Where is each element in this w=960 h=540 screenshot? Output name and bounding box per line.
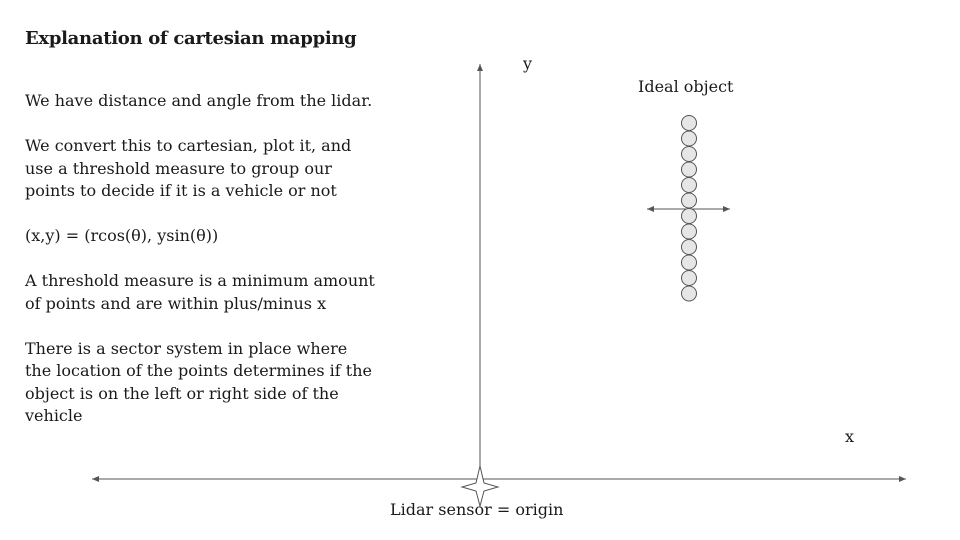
lidar-sensor-icon (460, 465, 500, 508)
ideal-object-points (681, 115, 697, 302)
y-axis-label: y (523, 54, 533, 73)
object-point (681, 270, 697, 286)
object-label: Ideal object (638, 77, 734, 96)
object-point (681, 161, 697, 178)
explanation-text: We have distance and angle from the lida… (25, 90, 375, 450)
object-point (681, 130, 697, 147)
slide-title: Explanation of cartesian mapping (25, 28, 357, 49)
object-point (681, 146, 697, 162)
origin-label: Lidar sensor = origin (390, 500, 564, 519)
object-point (681, 208, 697, 224)
paragraph-distance-angle: We have distance and angle from the lida… (25, 91, 373, 110)
object-point (681, 115, 697, 131)
object-point (681, 285, 697, 302)
object-point (681, 254, 697, 271)
paragraph-formula: (x,y) = (rcos(θ), ysin(θ)) (25, 226, 219, 245)
object-point (681, 192, 697, 209)
object-point (681, 177, 697, 193)
object-point (681, 239, 697, 255)
paragraph-convert: We convert this to cartesian, plot it, a… (25, 136, 352, 200)
paragraph-threshold: A threshold measure is a minimum amount … (25, 271, 375, 313)
paragraph-sector: There is a sector system in place where … (25, 338, 373, 426)
x-axis-label: x (845, 427, 855, 446)
object-point (681, 223, 697, 240)
